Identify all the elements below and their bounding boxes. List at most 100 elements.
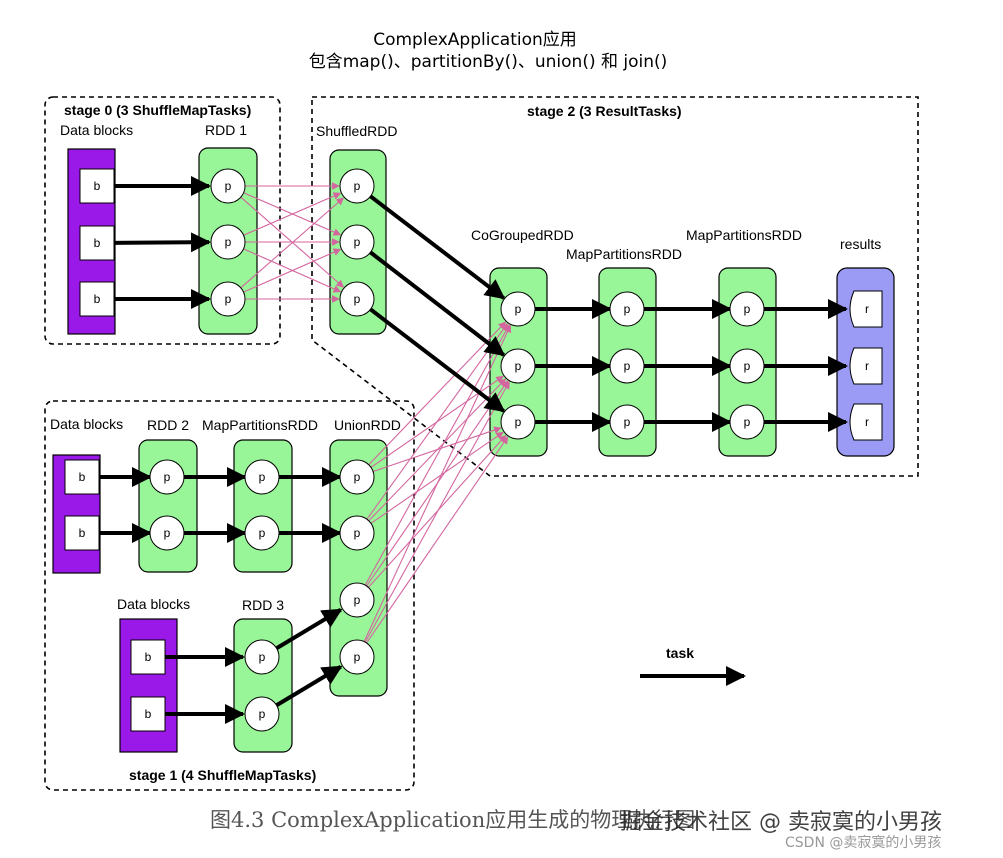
svg-text:p: p bbox=[354, 470, 361, 484]
svg-text:p: p bbox=[515, 359, 522, 373]
rdd3-label: RDD 3 bbox=[242, 597, 284, 613]
map-partitions-a-partition-2: p bbox=[609, 404, 645, 440]
shuffled-rdd-label: ShuffledRDD bbox=[316, 123, 397, 139]
result-node-0: r bbox=[849, 290, 883, 328]
union-partition-0: p bbox=[339, 459, 375, 495]
svg-text:p: p bbox=[164, 470, 171, 484]
shuffle-edge bbox=[243, 192, 342, 236]
cogrouped-rdd-label: CoGroupedRDD bbox=[471, 227, 574, 243]
rdd1-partition-2: p bbox=[210, 281, 246, 317]
shuffle-edge bbox=[364, 324, 510, 586]
svg-text:p: p bbox=[624, 302, 631, 316]
map-partitions-b-partition-1: p bbox=[729, 348, 765, 384]
legend-task-label: task bbox=[666, 645, 694, 661]
stage2-label: stage 2 (3 ResultTasks) bbox=[527, 103, 682, 119]
rdd2-partition-1: p bbox=[149, 515, 185, 551]
svg-text:r: r bbox=[865, 302, 869, 316]
svg-text:p: p bbox=[354, 593, 361, 607]
shuffle-edge bbox=[370, 431, 504, 524]
union-rdd-column bbox=[329, 439, 388, 697]
data-block-s0-0: b bbox=[79, 168, 115, 204]
svg-text:r: r bbox=[865, 415, 869, 429]
svg-text:p: p bbox=[259, 526, 266, 540]
svg-text:p: p bbox=[164, 526, 171, 540]
shuffle-edge bbox=[243, 248, 342, 293]
figure-caption: 图4.3 ComplexApplication应用生成的物理执行图 bbox=[210, 808, 695, 832]
svg-text:p: p bbox=[744, 359, 751, 373]
map-partitions-b-partition-2: p bbox=[729, 404, 765, 440]
map-partitions-c-partition-1: p bbox=[244, 515, 280, 551]
shuffled-partition-1: p bbox=[339, 224, 375, 260]
data-block-rdd3-0: b bbox=[130, 639, 166, 675]
shuffle-edge bbox=[368, 378, 507, 522]
svg-text:p: p bbox=[225, 292, 232, 306]
task-edge bbox=[368, 307, 506, 413]
stage0-label: stage 0 (3 ShuffleMapTasks) bbox=[64, 102, 251, 118]
union-partition-3: p bbox=[339, 639, 375, 675]
result-node-1: r bbox=[849, 347, 883, 385]
rdd1-partition-1: p bbox=[210, 224, 246, 260]
svg-text:p: p bbox=[354, 235, 361, 249]
data-block-s0-1: b bbox=[79, 225, 115, 261]
svg-text:r: r bbox=[865, 359, 869, 373]
stage1-label: stage 1 (4 ShuffleMapTasks) bbox=[129, 767, 316, 783]
shuffle-edge bbox=[240, 197, 345, 289]
shuffle-dependencies bbox=[240, 182, 512, 644]
shuffled-partition-2: p bbox=[339, 281, 375, 317]
union-rdd-label: UnionRDD bbox=[334, 417, 401, 433]
svg-text:p: p bbox=[354, 292, 361, 306]
svg-text:b: b bbox=[94, 292, 101, 306]
svg-text:p: p bbox=[225, 179, 232, 193]
result-node-2: r bbox=[849, 403, 883, 441]
rdd2-label: RDD 2 bbox=[147, 417, 189, 433]
watermark-main: 掘金技术社区 @ 卖寂寞的小男孩 bbox=[620, 810, 942, 835]
shuffle-edge bbox=[364, 381, 510, 643]
svg-text:p: p bbox=[354, 526, 361, 540]
data-blocks-label-stage1: Data blocks bbox=[50, 416, 123, 432]
rdd1-partition-0: p bbox=[210, 168, 246, 204]
map-partitions-c-partition-0: p bbox=[244, 459, 280, 495]
svg-text:p: p bbox=[744, 302, 751, 316]
cogrouped-partition-0: p bbox=[500, 291, 536, 327]
stage1-boundary bbox=[44, 400, 415, 791]
cogrouped-partition-1: p bbox=[500, 348, 536, 384]
map-partitions-b-partition-0: p bbox=[729, 291, 765, 327]
narrow-dependencies bbox=[98, 176, 848, 724]
map-partitions-rdd-label-a: MapPartitionsRDD bbox=[566, 246, 682, 262]
data-block-s1-0: b bbox=[64, 459, 100, 495]
svg-text:p: p bbox=[225, 235, 232, 249]
task-edge bbox=[275, 665, 343, 707]
data-blocks-label-stage0: Data blocks bbox=[60, 122, 133, 138]
svg-text:p: p bbox=[259, 650, 266, 664]
map-partitions-rdd-label-c: MapPartitionsRDD bbox=[202, 417, 318, 433]
rdd3-partition-0: p bbox=[244, 639, 280, 675]
svg-text:p: p bbox=[259, 707, 266, 721]
data-block-s0-2: b bbox=[79, 281, 115, 317]
watermark-sub: CSDN @卖寂寞的小男孩 bbox=[785, 835, 941, 851]
svg-text:p: p bbox=[624, 359, 631, 373]
svg-text:b: b bbox=[79, 470, 86, 484]
title-line2: 包含map()、partitionBy()、union() 和 join() bbox=[309, 52, 668, 72]
svg-text:b: b bbox=[145, 707, 152, 721]
union-partition-1: p bbox=[339, 515, 375, 551]
shuffle-edge bbox=[366, 436, 509, 644]
svg-text:p: p bbox=[515, 302, 522, 316]
svg-text:b: b bbox=[94, 179, 101, 193]
svg-text:p: p bbox=[259, 470, 266, 484]
rdd3-column bbox=[233, 618, 293, 753]
svg-text:b: b bbox=[145, 650, 152, 664]
task-edge bbox=[275, 608, 343, 650]
svg-text:p: p bbox=[624, 415, 631, 429]
union-partition-2: p bbox=[339, 582, 375, 618]
rdd3-partition-1: p bbox=[244, 696, 280, 732]
svg-text:p: p bbox=[515, 415, 522, 429]
map-partitions-a-partition-0: p bbox=[609, 291, 645, 327]
rdd2-partition-0: p bbox=[149, 459, 185, 495]
svg-text:p: p bbox=[354, 179, 361, 193]
shuffled-partition-0: p bbox=[339, 168, 375, 204]
results-label: results bbox=[840, 236, 881, 252]
task-edge bbox=[112, 232, 212, 253]
data-blocks-label-rdd3: Data blocks bbox=[117, 596, 190, 612]
